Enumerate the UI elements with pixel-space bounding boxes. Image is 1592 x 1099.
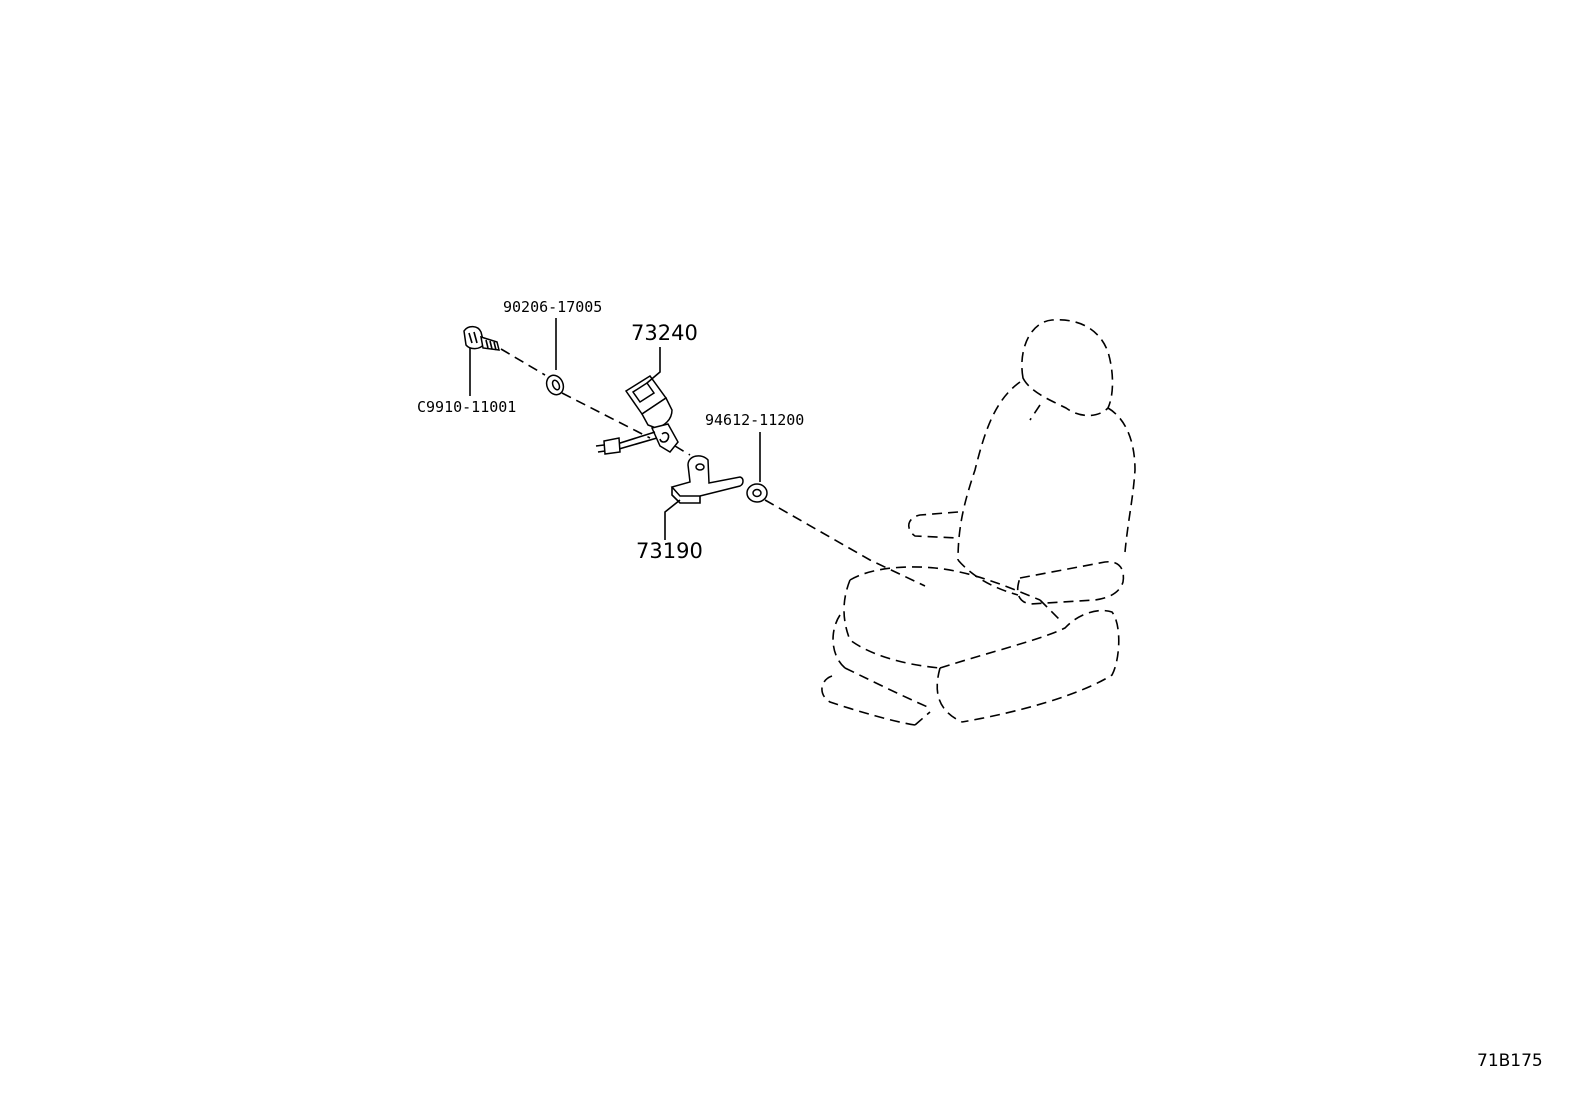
part-label-c9910-11001[interactable]: C9910-11001: [417, 398, 517, 416]
washer-part[interactable]: [544, 373, 567, 398]
bracket-part[interactable]: [670, 455, 744, 504]
vehicle-seat-outline: [821, 319, 1136, 726]
leader-line-73190: [664, 499, 681, 540]
bolt-part[interactable]: [463, 325, 500, 351]
part-label-73190[interactable]: 73190: [636, 539, 703, 563]
nut-part[interactable]: [746, 483, 768, 503]
assembly-line-nut-seat: [764, 499, 926, 587]
part-label-94612-11200[interactable]: 94612-11200: [705, 411, 805, 429]
assembly-line-buckle-bracket: [674, 445, 691, 456]
part-label-90206-17005[interactable]: 90206-17005: [503, 298, 603, 316]
part-label-73240[interactable]: 73240: [631, 321, 698, 345]
assembly-line-bolt-washer: [500, 348, 546, 376]
assembly-line-washer-buckle: [561, 392, 651, 439]
leader-line-73240: [646, 347, 661, 384]
diagram-reference-code: 71B175: [1477, 1051, 1543, 1071]
buckle-part[interactable]: [595, 374, 679, 455]
